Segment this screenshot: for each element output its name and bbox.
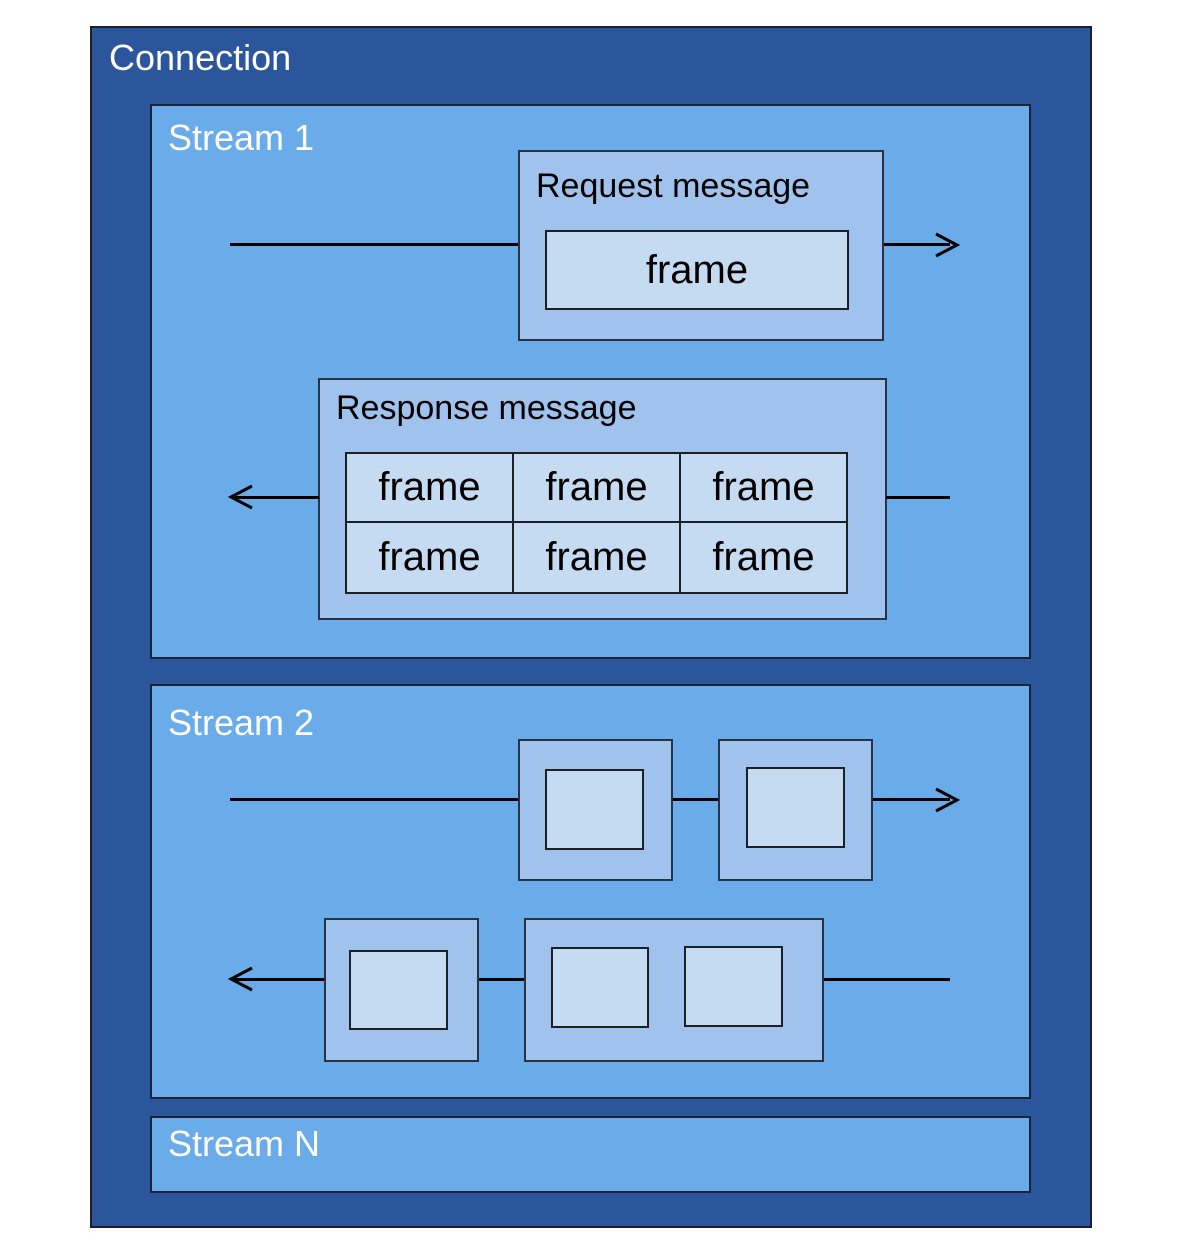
- stream-n-box: [150, 1116, 1031, 1193]
- response-arrow-left-icon: [227, 484, 253, 510]
- response-line-out: [234, 496, 319, 499]
- stream-2-in-line-in: [824, 978, 950, 981]
- request-line-in: [230, 243, 520, 246]
- stream-2-in-frame: [684, 946, 783, 1027]
- stream-2-out-line: [230, 798, 520, 801]
- stream-2-out-tail: [873, 798, 950, 801]
- response-message-label: Response message: [336, 389, 637, 427]
- stream-2-label: Stream 2: [168, 702, 315, 743]
- request-frame: frame: [545, 230, 849, 310]
- stream-2-out-frame: [746, 767, 845, 848]
- stream-2-in-frame: [551, 947, 649, 1028]
- response-frame: frame: [512, 452, 681, 523]
- stream-2-in-link: [479, 978, 526, 981]
- response-frame: frame: [679, 521, 848, 594]
- response-frame: frame: [345, 521, 514, 594]
- stream-2-in-frame: [349, 950, 448, 1030]
- stream-2-arrow-right-icon: [935, 787, 961, 813]
- stream-n-label: Stream N: [168, 1123, 321, 1164]
- request-line-out: [884, 243, 950, 246]
- stream-2-in-line-out: [234, 978, 326, 981]
- connection-label: Connection: [109, 37, 292, 78]
- response-frame: frame: [512, 521, 681, 594]
- stream-2-out-frame: [545, 769, 644, 850]
- request-message-label: Request message: [536, 167, 811, 205]
- response-frame: frame: [679, 452, 848, 523]
- stream-2-arrow-left-icon: [227, 966, 253, 992]
- stream-2-out-link: [673, 798, 720, 801]
- response-frame: frame: [345, 452, 514, 523]
- response-line-in: [886, 496, 950, 499]
- stream-1-label: Stream 1: [168, 117, 315, 158]
- request-arrow-right-icon: [935, 232, 961, 258]
